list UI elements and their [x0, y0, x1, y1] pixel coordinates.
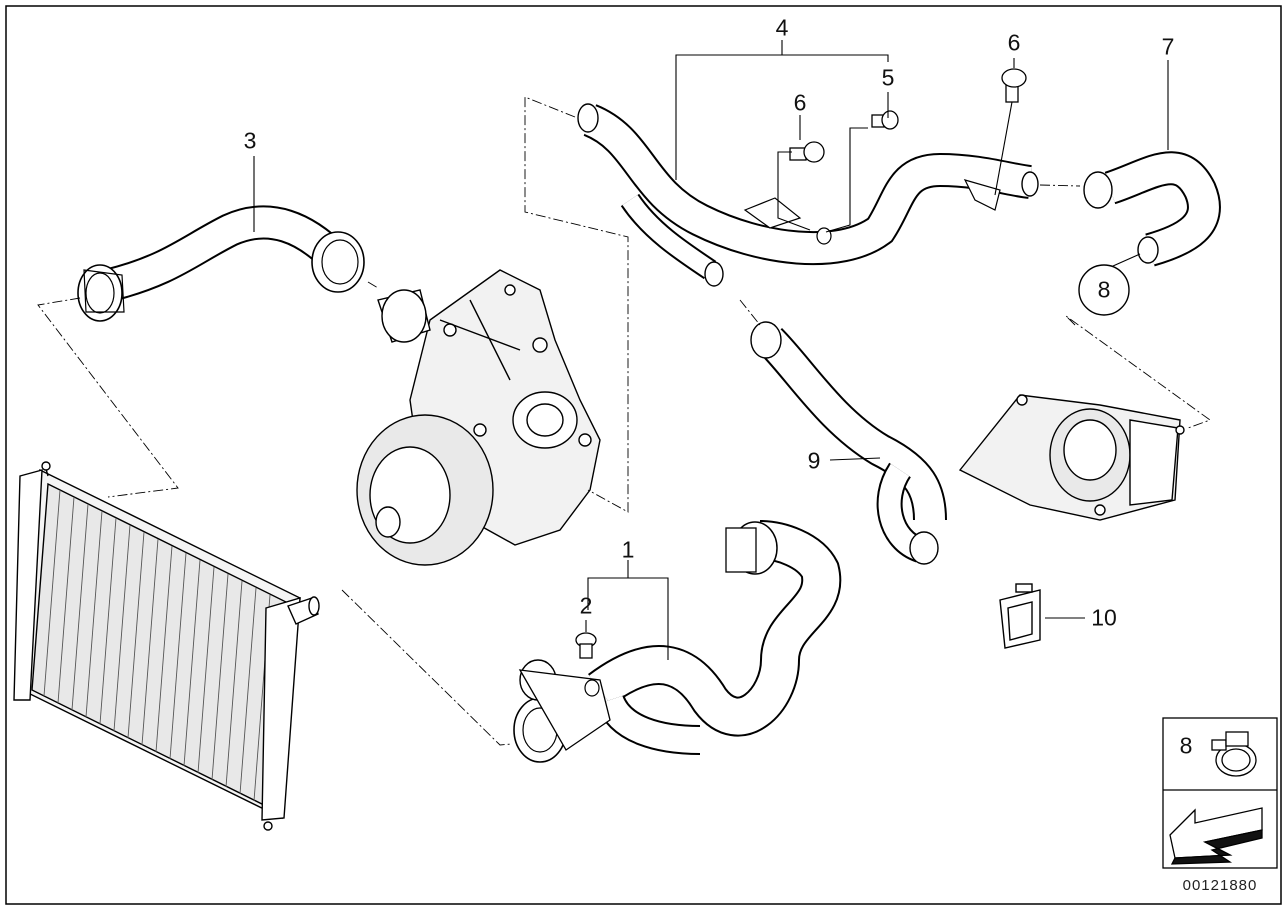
callout-6-right: 6 — [1007, 29, 1021, 56]
callout-5: 5 — [881, 64, 895, 91]
screw-2[interactable] — [575, 632, 597, 659]
hose-3[interactable] — [77, 205, 365, 322]
bolt-5[interactable] — [871, 110, 899, 130]
callout-2: 2 — [579, 592, 593, 619]
screw-6-right[interactable] — [1001, 68, 1027, 103]
callout-1: 1 — [621, 536, 635, 563]
legend-box — [1162, 717, 1278, 869]
clip-10[interactable] — [999, 583, 1041, 649]
water-pump[interactable] — [356, 269, 601, 566]
callout-10: 10 — [1091, 604, 1117, 631]
callout-8-circle — [1078, 264, 1130, 316]
callout-9: 9 — [807, 447, 821, 474]
arrow-icon — [1169, 807, 1263, 865]
thermostat-housing[interactable] — [958, 394, 1185, 521]
callout-6-left: 6 — [793, 89, 807, 116]
callout-7: 7 — [1161, 33, 1175, 60]
hose-clamp-icon — [1211, 731, 1257, 777]
legend-part-label: 8 — [1179, 732, 1193, 759]
screw-6-left[interactable] — [789, 141, 825, 163]
leader-lines — [253, 40, 1169, 660]
hose-4[interactable] — [577, 103, 1039, 287]
diagram-border — [5, 5, 1282, 905]
callout-3: 3 — [243, 127, 257, 154]
callout-4: 4 — [775, 14, 789, 41]
radiator[interactable] — [13, 461, 320, 831]
hose-9[interactable] — [750, 321, 947, 565]
hose-7[interactable] — [1083, 151, 1221, 267]
connection-lines — [37, 96, 1211, 746]
callout-8: 8 — [1097, 276, 1111, 303]
hose-1[interactable] — [513, 520, 842, 763]
drawing-number: 00121880 — [1182, 877, 1258, 894]
